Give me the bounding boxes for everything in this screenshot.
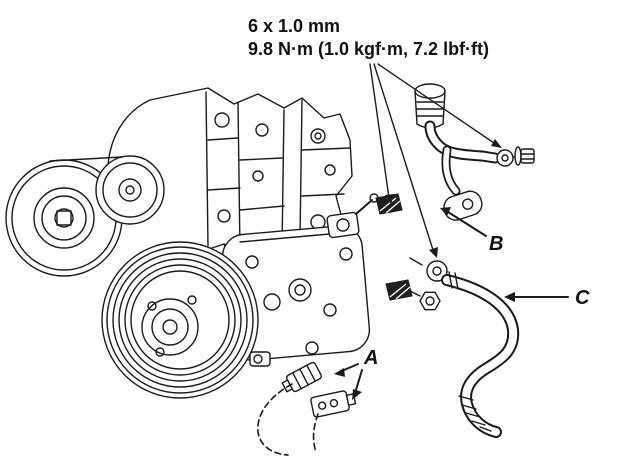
connector-1 [281, 361, 322, 393]
torque-spec-line2: 9.8 N·m (1.0 kgf·m, 7.2 lbf·ft) [248, 39, 489, 59]
label-arrows [334, 207, 569, 400]
bolt-location-marker-2 [385, 279, 413, 301]
torque-spec-line1: 6 x 1.0 mm [248, 16, 340, 36]
pipe-bolt [512, 146, 535, 166]
suction-line-b [414, 83, 535, 221]
discharge-hose-c [407, 257, 520, 438]
harness-wire-dashed-2 [312, 413, 319, 453]
compressor-clutch-pulley [101, 241, 259, 399]
compressor-connectors [257, 361, 357, 456]
harness-wire-dashed [257, 383, 293, 456]
ac-compressor-body [221, 193, 379, 367]
connector-2 [310, 390, 357, 418]
service-valve-hex [419, 291, 441, 311]
part-label-c: C [575, 287, 590, 309]
suction-port-boss [326, 211, 360, 239]
hose-fitting-bolt [407, 257, 448, 311]
idler-pulley [49, 155, 165, 225]
spec-leader-lines [369, 63, 502, 258]
part-label-b: B [489, 233, 503, 255]
part-label-a: A [363, 347, 378, 369]
pipe-bracket [443, 190, 483, 221]
stud-bolt [355, 193, 379, 215]
